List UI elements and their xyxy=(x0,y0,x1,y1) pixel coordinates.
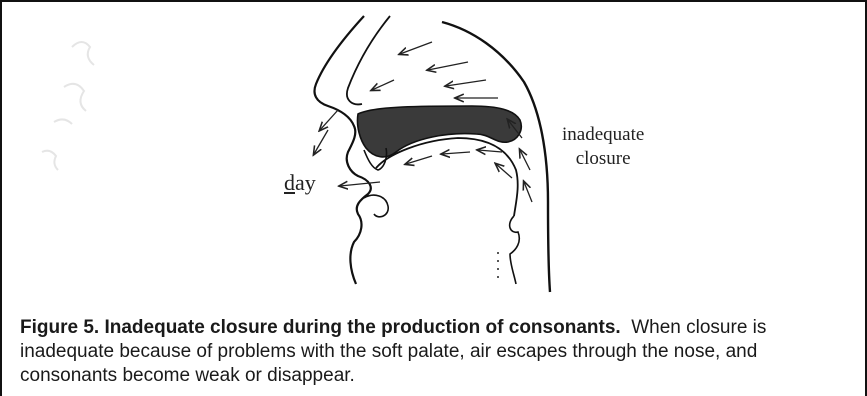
lower-lip xyxy=(364,195,388,217)
inadequate-closure-label: inadequate closure xyxy=(562,123,644,171)
palate-shape xyxy=(357,106,521,157)
closure-label-line1: inadequate xyxy=(562,123,644,147)
larynx xyxy=(510,216,520,284)
figure-title: Inadequate closure during the production… xyxy=(104,317,620,338)
example-word-label: day xyxy=(284,171,316,195)
closure-label-line2: closure xyxy=(562,147,644,171)
vocal-tract-diagram xyxy=(2,2,867,302)
example-word-rest: ay xyxy=(295,170,316,195)
scan-artifacts xyxy=(42,42,94,170)
figure-caption: Figure 5. Inadequate closure during the … xyxy=(20,316,850,388)
figure-number: Figure 5 xyxy=(20,317,94,338)
example-word-underlined: d xyxy=(284,170,295,195)
pharynx-back-wall xyxy=(442,22,550,292)
